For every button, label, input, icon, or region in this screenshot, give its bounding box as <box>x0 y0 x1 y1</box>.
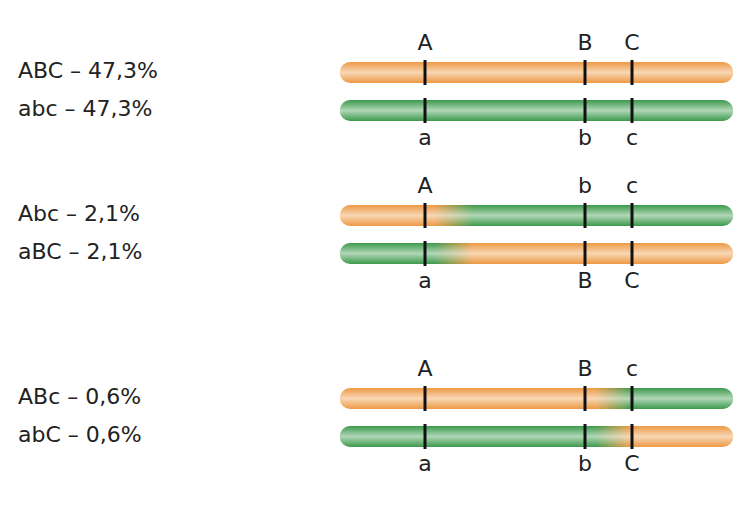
gene-letter: a <box>418 453 431 475</box>
gene-letter: b <box>578 175 592 197</box>
genotype-frequency: ABc – 0,6% <box>18 386 141 408</box>
gene-letter: B <box>577 32 592 54</box>
genotype-frequency: abc – 47,3% <box>18 98 152 120</box>
chromosome-bars <box>340 62 733 447</box>
genotype-frequency: aBC – 2,1% <box>18 241 142 263</box>
genotype-frequency: abC – 0,6% <box>18 424 142 446</box>
gene-letter: C <box>624 270 639 292</box>
gene-letter: A <box>417 358 432 380</box>
gene-letter: a <box>418 270 431 292</box>
gene-letter: C <box>624 32 639 54</box>
genotype-frequency: Abc – 2,1% <box>18 203 140 225</box>
gene-letter: A <box>417 32 432 54</box>
gene-letter: A <box>417 175 432 197</box>
gene-letter: b <box>578 127 592 149</box>
gene-letter: c <box>626 358 638 380</box>
gene-letter: c <box>626 175 638 197</box>
gene-letter: C <box>624 453 639 475</box>
gene-letter: B <box>577 270 592 292</box>
gene-letter: c <box>626 127 638 149</box>
gene-letter: B <box>577 358 592 380</box>
gene-letter: a <box>418 127 431 149</box>
gene-loci <box>425 60 632 449</box>
genotype-frequency: ABC – 47,3% <box>18 60 158 82</box>
gene-letter: b <box>578 453 592 475</box>
